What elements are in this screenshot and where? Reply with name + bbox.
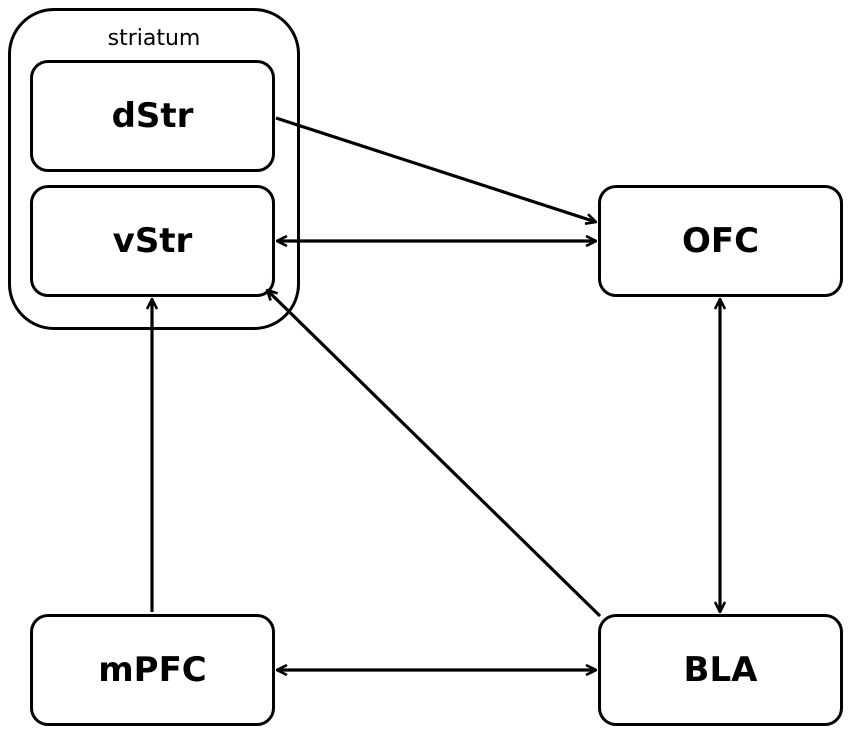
node-ofc: OFC <box>598 185 843 297</box>
node-mpfc: mPFC <box>30 614 275 726</box>
node-bla: BLA <box>598 614 843 726</box>
node-dstr: dStr <box>30 60 275 172</box>
edge-bla-vstr <box>267 290 602 618</box>
node-vstr: vStr <box>30 185 275 297</box>
striatum-label: striatum <box>107 26 201 51</box>
edge-dstr-ofc <box>275 116 596 222</box>
